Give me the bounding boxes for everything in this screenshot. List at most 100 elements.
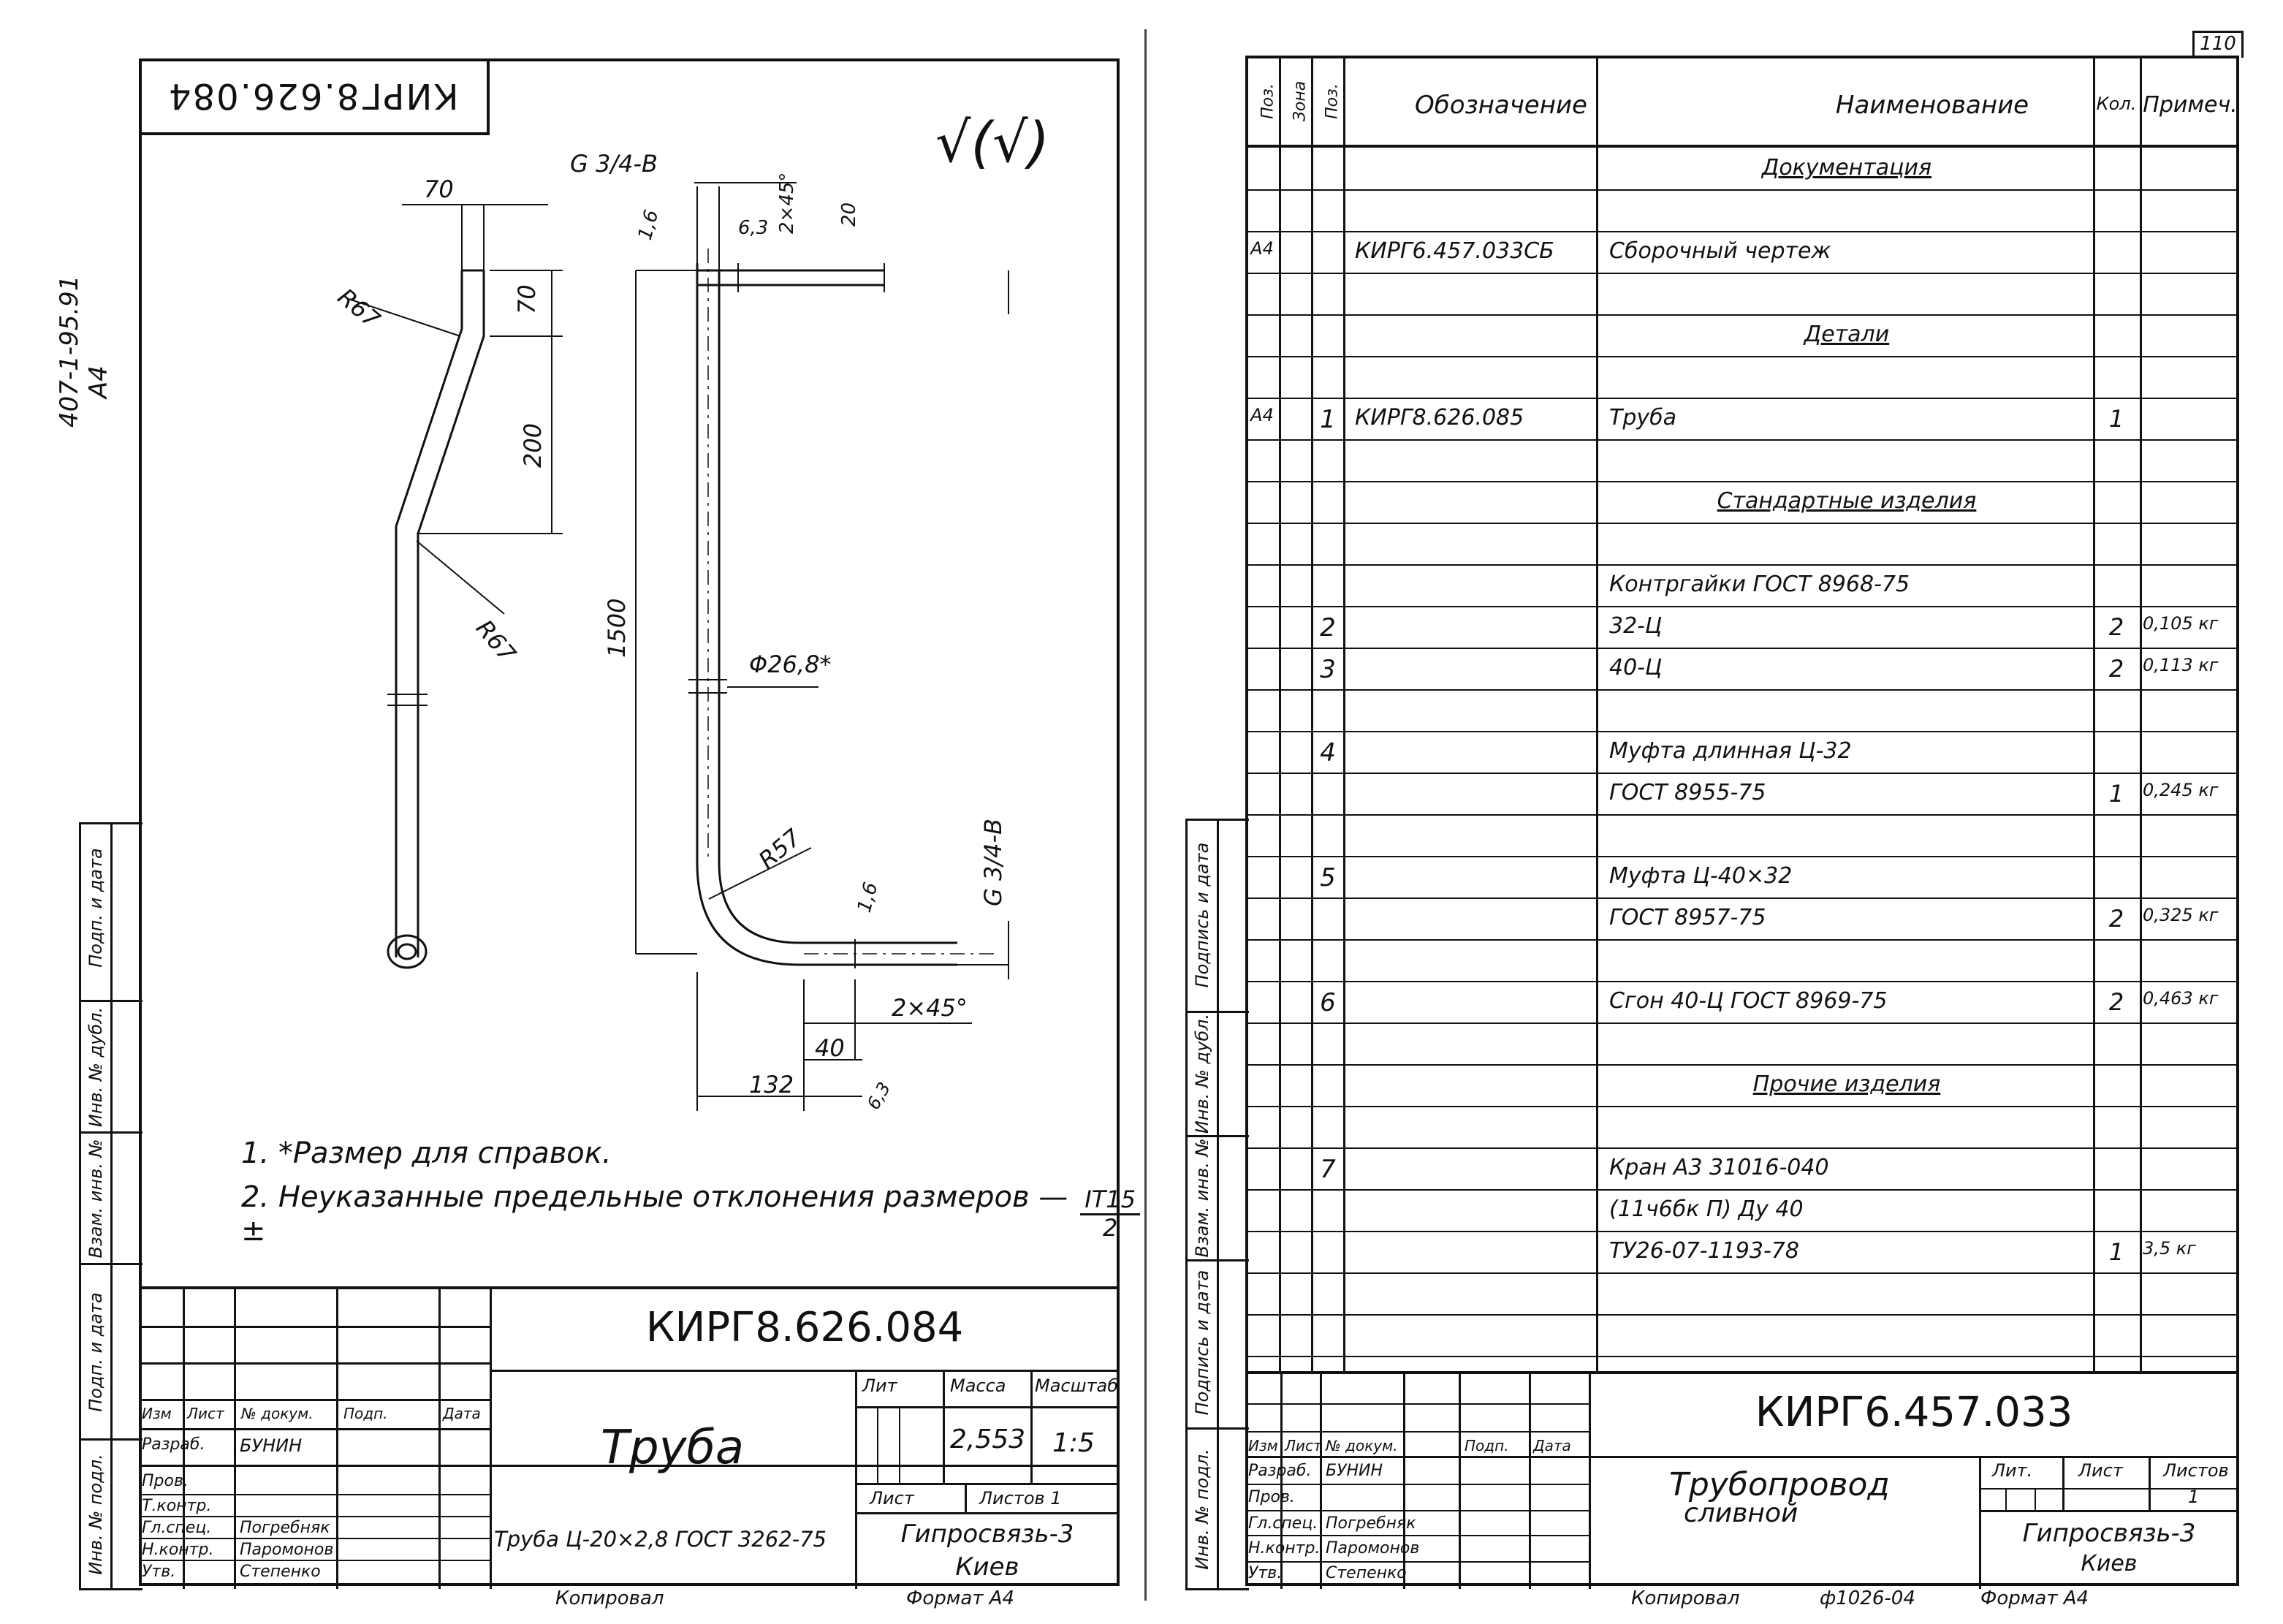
- right-name-2: сливной: [1684, 1498, 1798, 1528]
- roughness-6-3: 6,3: [738, 217, 768, 239]
- r-role-3: Гл.спец.: [1248, 1514, 1318, 1533]
- side-col-4: Подп. и дата: [86, 1292, 106, 1412]
- spec-row-line: [1245, 231, 2239, 232]
- header-format: Поз.: [1258, 83, 1277, 119]
- spec-cell-qty: 1: [2108, 1238, 2124, 1266]
- spec-header: Поз. Зона Поз. Обозначение Наименование …: [1245, 56, 2239, 148]
- spec-cell-name: Стандартные изделия: [1717, 488, 1977, 514]
- r-col-header-doc: № докум.: [1326, 1437, 1398, 1454]
- dim-70-top: 70: [424, 175, 454, 203]
- spec-row-line: [1245, 481, 2239, 482]
- spec-cell-fmt: А4: [1250, 238, 1274, 259]
- role-5: Н.контр.: [142, 1541, 214, 1559]
- thread-bottom: G 3/4-B: [979, 819, 1007, 906]
- spec-row-line: [1245, 689, 2239, 691]
- left-org: Гипросвязь-3: [900, 1519, 1074, 1549]
- spec-cell-des: КИРГ8.626.085: [1355, 405, 1524, 430]
- spec-row-line: [1245, 1189, 2239, 1191]
- col-header-izm: Изм: [142, 1405, 172, 1422]
- tolerance-den: 2: [1102, 1213, 1118, 1242]
- spec-cell-name: Труба: [1609, 405, 1677, 430]
- spec-cell-note: 0,463 кг: [2143, 988, 2219, 1009]
- sheet-separator: [1144, 29, 1147, 1601]
- right-sheet-label: Лист: [2078, 1460, 2123, 1481]
- dim-1500: 1500: [603, 599, 631, 658]
- spec-row-line: [1245, 356, 2239, 357]
- spec-cell-name: Сгон 40-Ц ГОСТ 8969-75: [1609, 988, 1888, 1014]
- col-header-date: Дата: [443, 1405, 481, 1422]
- side-reference: 407-1-95.91 А4: [55, 238, 113, 428]
- col-header-list: Лист: [187, 1405, 224, 1422]
- radius-67-bottom: R67: [471, 615, 522, 668]
- right-city: Киев: [2081, 1551, 2138, 1576]
- spec-cell-name: 40-Ц: [1609, 655, 1663, 680]
- roughness-1-6-top: 1,6: [634, 208, 664, 243]
- scale-value: 1:5: [1052, 1428, 1095, 1458]
- spec-row-line: [1245, 814, 2239, 816]
- spec-row-line: [1245, 981, 2239, 982]
- r-role-1: Разраб.: [1248, 1462, 1312, 1480]
- spec-row-line: [1245, 523, 2239, 524]
- spec-cell-name: Кран А3 31016-040: [1609, 1155, 1829, 1180]
- dim-132: 132: [749, 1071, 794, 1099]
- r-col-header-list: Лист: [1285, 1437, 1322, 1454]
- spec-cell-name: Детали: [1804, 322, 1890, 347]
- left-city: Киев: [955, 1552, 1019, 1582]
- left-part-name: Труба: [600, 1421, 745, 1475]
- spec-cell-note: 0,113 кг: [2143, 655, 2219, 675]
- spec-cell-des: КИРГ6.457.033СБ: [1355, 238, 1554, 264]
- right-side-stamp: Подпись и дата Инв. № дубл. Взам. инв. №…: [1185, 819, 1249, 1590]
- header-name: Наименование: [1835, 91, 2029, 120]
- spec-cell-pos: 2: [1320, 613, 1336, 642]
- sheet-label: Лист: [870, 1488, 914, 1509]
- r-col-header-izm: Изм: [1248, 1437, 1278, 1454]
- left-frame: [139, 58, 1120, 1586]
- spec-cell-qty: 2: [2108, 988, 2124, 1016]
- spec-row-line: [1245, 648, 2239, 649]
- right-order: ф1026-04: [1820, 1587, 1915, 1609]
- left-format: Формат А4: [906, 1587, 1015, 1609]
- r-person-4: Паромонов: [1326, 1539, 1420, 1557]
- right-org: Гипросвязь-3: [2022, 1519, 2196, 1548]
- left-sheet: 407-1-95.91 А4 Подп. и дата Инв. № дубл.…: [0, 0, 1140, 1624]
- side-col-3: Взам. инв. №: [86, 1139, 106, 1259]
- header-qty: Кол.: [2096, 94, 2137, 114]
- right-side-col-1: Подпись и дата: [1192, 842, 1212, 988]
- l-pipe-outer: [696, 263, 957, 966]
- right-sheets-value: 1: [2188, 1487, 2200, 1507]
- spec-row-line: [1245, 773, 2239, 774]
- side-col-2: Инв. № дубл.: [86, 1006, 106, 1128]
- header-pos: Поз.: [1323, 83, 1342, 119]
- spec-cell-name: Контргайки ГОСТ 8968-75: [1609, 572, 1910, 597]
- spec-cell-name: Муфта длинная Ц-32: [1609, 738, 1852, 764]
- mass-label: Масса: [950, 1376, 1006, 1396]
- role-3: Т.контр.: [142, 1497, 212, 1515]
- spec-row-line: [1245, 1272, 2239, 1274]
- person-6: Степенко: [240, 1563, 321, 1581]
- right-frame: [1245, 56, 2239, 1586]
- right-designation: КИРГ6.457.033: [1755, 1389, 2073, 1436]
- spec-row-line: [1245, 189, 2239, 191]
- side-col-1: Подп. и дата: [86, 848, 106, 968]
- r-person-1: БУНИН: [1326, 1462, 1383, 1480]
- spec-cell-name: ГОСТ 8955-75: [1609, 780, 1766, 805]
- spec-cell-name: ГОСТ 8957-75: [1609, 905, 1766, 930]
- col-header-doc: № докум.: [241, 1405, 314, 1422]
- rotated-stamp: КИРГ8.626.084: [139, 58, 490, 135]
- right-side-col-3: Взам. инв. №: [1192, 1138, 1212, 1258]
- dim-20: 20: [838, 202, 860, 227]
- spec-row-line: [1245, 1314, 2239, 1316]
- role-1: Разраб.: [142, 1435, 205, 1454]
- right-format: Формат А4: [1980, 1587, 2089, 1609]
- side-col-5: Инв. № подл.: [86, 1454, 106, 1575]
- spec-row-line: [1245, 439, 2239, 441]
- spec-row-line: [1245, 564, 2239, 566]
- col-header-sign: Подп.: [343, 1405, 388, 1422]
- right-sheet: 110 Подпись и дата Инв. № дубл. Взам. ин…: [1169, 0, 2283, 1624]
- spec-cell-pos: 5: [1320, 863, 1336, 892]
- dim-70-side: 70: [513, 284, 541, 314]
- dim-200: 200: [519, 423, 547, 468]
- spec-cell-name: Документация: [1761, 155, 1932, 181]
- spec-cell-qty: 2: [2108, 655, 2124, 683]
- left-side-stamp: Подп. и дата Инв. № дубл. Взам. инв. № П…: [79, 822, 143, 1590]
